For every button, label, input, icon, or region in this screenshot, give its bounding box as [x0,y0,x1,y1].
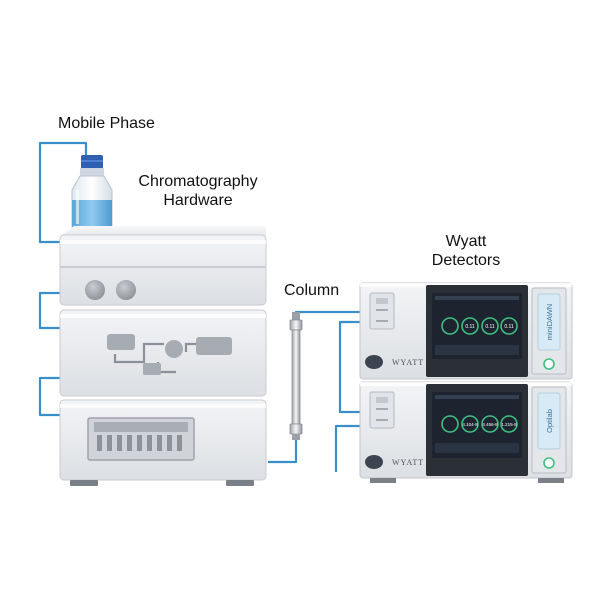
chromatography-hardware-label: Chromatography Hardware [132,172,264,210]
detector-bottom-value-3: 1.215-8 [501,422,517,427]
detector-bottom-screen [432,392,522,458]
autosampler-module [59,399,267,481]
mobile-phase-bottle [71,155,113,229]
pump-module [59,234,267,306]
detector-bottom-value-2: 4.456-8 [482,422,498,427]
detector-top-power-button [543,358,555,370]
detector-top-screen [432,293,522,359]
tube-module2-to-module3 [38,376,62,417]
chromatography-hardware-stack [59,226,267,486]
detector-bottom-side-label: Optilab [545,409,554,433]
detector-top-value-2: 0.11 [485,324,495,330]
column-label: Column [284,282,340,299]
schematic-box-2 [143,363,161,375]
schematic-box-3 [196,337,232,355]
mobile-phase-label: Mobile Phase [58,115,155,132]
detector-top [359,282,573,380]
detector-bottom-value-1: 4.104-8 [462,422,478,427]
detector-top-side-label: miniDAWN [545,304,554,340]
detector-bottom [359,381,573,479]
tube-bottle-to-module1 [38,141,88,244]
detector-top-brand: WYATT [392,358,424,367]
chromatography-hardware-line1: Chromatography [138,173,258,190]
column [289,312,303,440]
detector-top-value-3: 0.11 [504,324,514,330]
chromatography-hardware-line2: Hardware [163,192,233,209]
tube-module1-to-module2 [38,291,62,330]
detector-bottom-power-button [543,457,555,469]
valve-module [59,309,267,397]
tube-module3-to-column [268,438,298,464]
pump-knob-left [85,280,105,300]
schematic-circle [165,340,183,358]
detector-bottom-brand: WYATT [392,458,424,467]
pump-knob-right [116,280,136,300]
wyatt-detectors-line2: Detectors [431,252,501,269]
wyatt-detectors-line1: Wyatt [445,233,487,250]
detector-top-value-1: 0.11 [465,324,475,330]
wyatt-detectors-label: Wyatt Detectors [424,232,508,270]
schematic-box-1 [107,334,135,350]
